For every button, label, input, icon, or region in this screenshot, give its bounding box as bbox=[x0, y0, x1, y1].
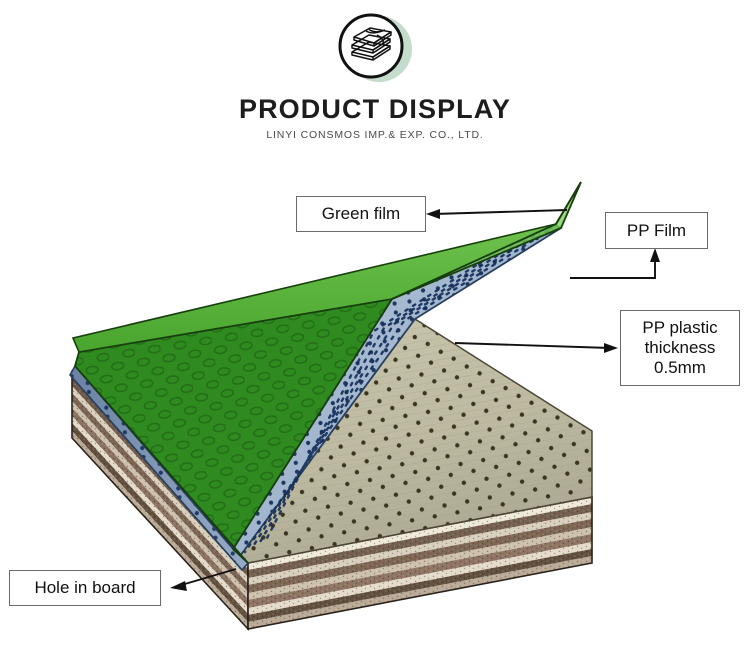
callout-hole-in-board-label: Hole in board bbox=[34, 578, 136, 598]
callout-green-film: Green film bbox=[296, 196, 426, 232]
brand-logo bbox=[336, 10, 414, 88]
callout-pp-plastic-thickness-label: PP plastic thickness 0.5mm bbox=[642, 318, 718, 377]
callout-green-film-label: Green film bbox=[321, 204, 401, 224]
callout-pp-film: PP Film bbox=[605, 212, 708, 249]
callout-leader-lines bbox=[170, 209, 660, 591]
company-name: LINYI CONSMOS IMP.& EXP. CO., LTD. bbox=[266, 129, 484, 141]
callout-pp-film-label: PP Film bbox=[626, 220, 687, 240]
brand-header: PRODUCT DISPLAY LINYI CONSMOS IMP.& EXP.… bbox=[0, 10, 750, 141]
stacked-plywood-icon bbox=[338, 13, 404, 79]
page-title: PRODUCT DISPLAY bbox=[238, 94, 512, 124]
callout-pp-plastic-thickness: PP plastic thickness 0.5mm bbox=[620, 310, 740, 386]
plywood-edge-front-right bbox=[247, 496, 593, 630]
green-film-peeled-flap bbox=[391, 181, 582, 300]
pp-film-edge-band bbox=[69, 364, 250, 572]
pp-plastic-top-surface bbox=[238, 317, 593, 564]
callout-hole-in-board: Hole in board bbox=[9, 570, 161, 606]
